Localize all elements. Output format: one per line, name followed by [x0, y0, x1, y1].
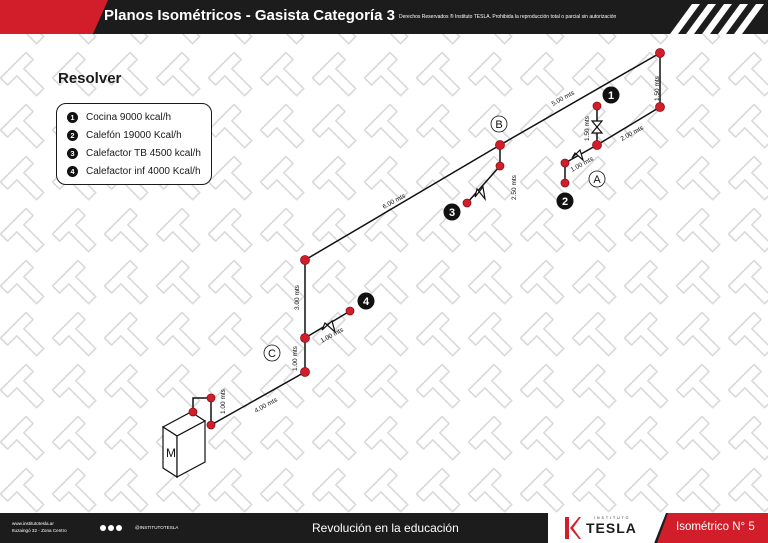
appliance-marker-1: 1 — [602, 86, 620, 104]
legend-label: Calefón 19000 Kcal/h — [86, 129, 182, 141]
logo-wordmark: TESLA — [586, 520, 637, 536]
exercise-heading: Resolver — [58, 70, 122, 87]
legend-number: 4 — [67, 165, 78, 177]
page-tag-panel — [657, 513, 768, 543]
legend-number: 1 — [67, 111, 78, 123]
header-bar — [0, 0, 768, 34]
node-letter: C — [268, 348, 276, 360]
appliance-marker-2: 2 — [556, 192, 574, 210]
facebook-icon[interactable] — [100, 525, 106, 531]
tesla-logo-icon — [565, 517, 581, 539]
logo-subtitle: INSTITUTO — [594, 516, 631, 520]
measure-label: 3.00 mts — [294, 284, 301, 310]
legend-number: 3 — [67, 147, 78, 159]
copyright-notice: Derechos Reservados ® Instituto TESLA. P… — [399, 14, 617, 20]
node-letter: A — [593, 174, 601, 186]
legend-number: 2 — [67, 129, 78, 141]
legend-label: Cocina 9000 kcal/h — [86, 111, 172, 123]
valve-icon — [590, 120, 604, 134]
valve-icon — [474, 185, 486, 202]
social-icons — [100, 523, 124, 533]
appliance-number: 1 — [608, 90, 614, 102]
valve-icon — [571, 148, 585, 162]
measure-label: 1.50 mts — [654, 75, 661, 101]
appliance-number: 3 — [449, 207, 455, 219]
node-label-b: B — [490, 115, 508, 133]
legend-item: 2 Calefón 19000 Kcal/h — [67, 128, 182, 142]
appliance-number: 4 — [363, 296, 370, 308]
pipe-network — [192, 52, 661, 426]
measure-label: 5.00 mts — [551, 89, 577, 108]
pipe-joints — [188, 48, 665, 430]
node-label-c: C — [263, 344, 281, 362]
valve-icon — [321, 319, 337, 334]
footer-website[interactable]: www.institutotesla.ar — [12, 521, 54, 526]
measure-label: 2.50 mts — [511, 174, 518, 200]
legend-item: 3 Calefactor TB 4500 kcal/h — [67, 146, 201, 160]
social-handle: @INSTITUTOTESLA — [135, 525, 179, 530]
measure-label: 1.00 mts — [220, 388, 227, 414]
legend-label: Calefactor TB 4500 kcal/h — [86, 147, 201, 159]
node-label-a: A — [588, 170, 606, 188]
header-stripes-decoration — [670, 4, 764, 34]
measure-label: 1.50 mts — [584, 115, 591, 141]
measure-label: 1.00 mts — [292, 345, 299, 371]
appliance-marker-4: 4 — [357, 292, 375, 310]
appliance-number: 2 — [562, 196, 568, 208]
meter-label: M — [166, 446, 176, 460]
legend-label: Calefactor inf 4000 Kcal/h — [86, 165, 201, 177]
footer-address: Ituzaingó 32 - Zona Centro — [12, 528, 67, 533]
page-identifier: Isométrico N° 5 — [676, 521, 755, 533]
header-accent — [0, 0, 108, 34]
appliance-marker-3: 3 — [443, 203, 461, 221]
legend-item: 1 Cocina 9000 kcal/h — [67, 110, 171, 124]
legend-item: 4 Calefactor inf 4000 Kcal/h — [67, 164, 201, 178]
twitter-icon[interactable] — [108, 525, 114, 531]
instagram-icon[interactable] — [116, 525, 122, 531]
gas-meter — [161, 411, 207, 479]
appliance-legend: 1 Cocina 9000 kcal/h 2 Calefón 19000 Kca… — [56, 103, 212, 185]
node-letter: B — [495, 119, 502, 131]
measure-label: 2.00 mts — [620, 124, 646, 143]
page-title: Planos Isométricos - Gasista Categoría 3 — [104, 7, 395, 24]
footer-slogan: Revolución en la educación — [312, 521, 459, 535]
